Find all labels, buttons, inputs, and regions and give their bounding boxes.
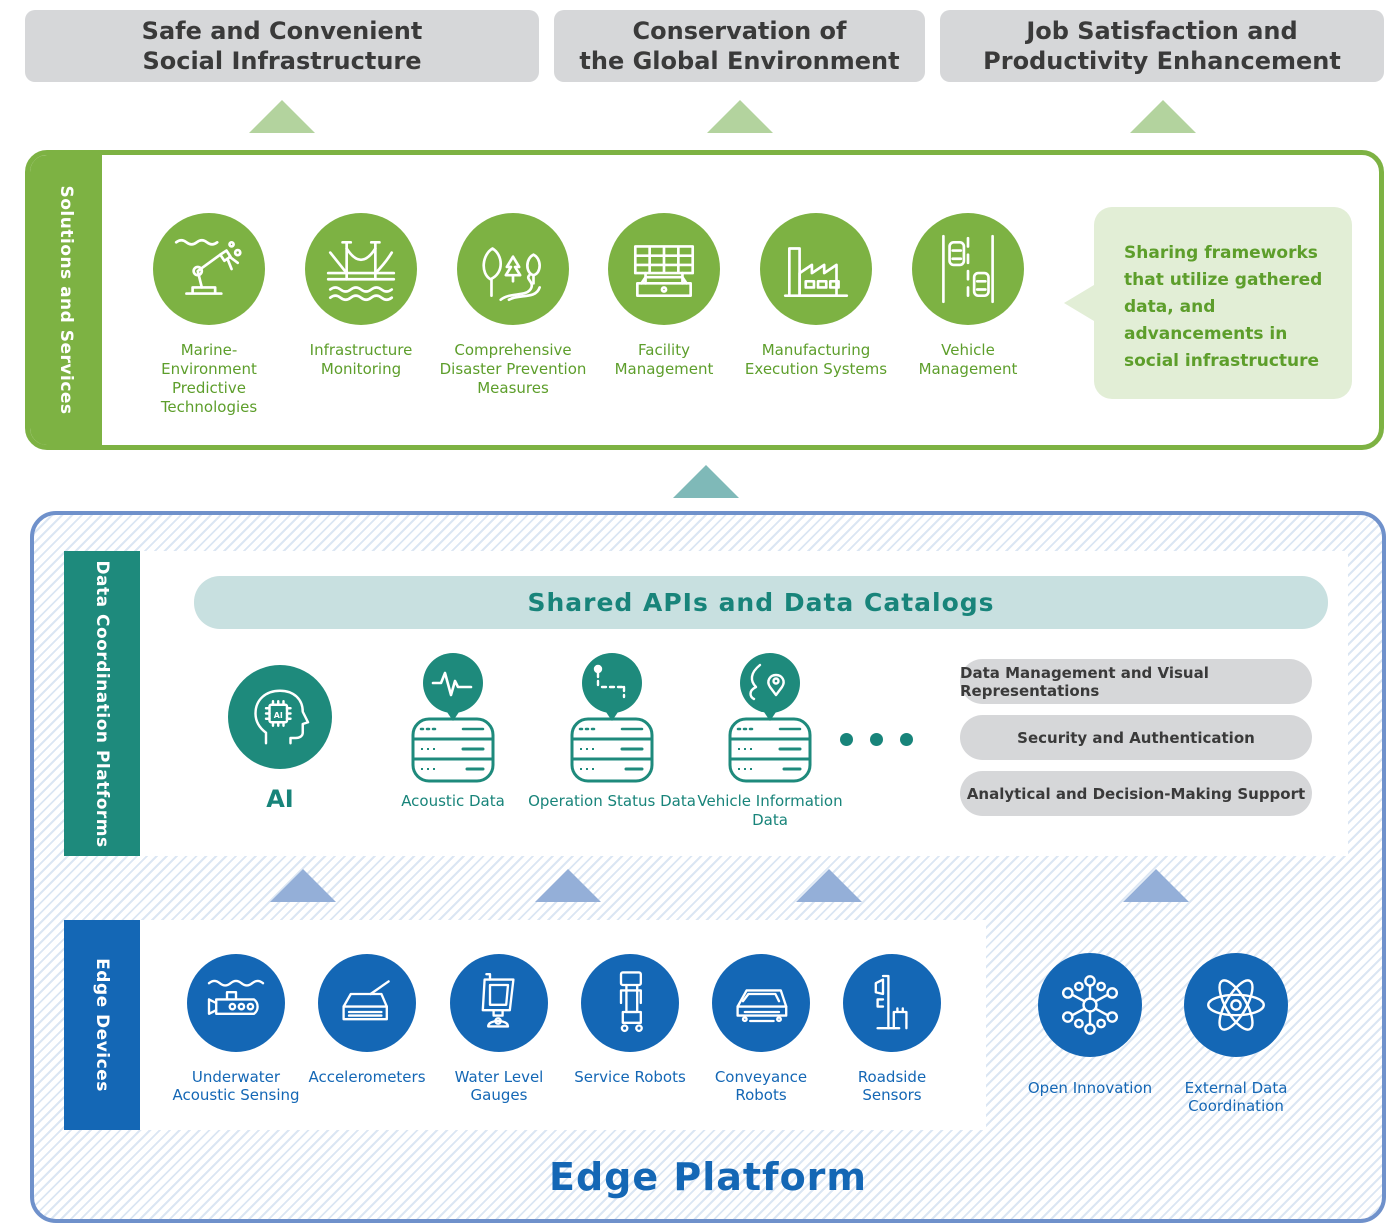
factory-icon xyxy=(760,213,872,325)
network-icon xyxy=(1038,953,1142,1057)
up-arrow-icon xyxy=(796,869,862,902)
operation-status-data-store: Operation Status Data xyxy=(527,651,697,811)
device-label: Roadside Sensors xyxy=(857,1068,927,1104)
device-label: Conveyance Robots xyxy=(714,1068,808,1104)
solution-label: Vehicle Management xyxy=(918,341,1018,378)
waveform-icon xyxy=(431,671,473,697)
water-gauge-icon xyxy=(450,954,548,1052)
goal-line: Social Infrastructure xyxy=(142,47,422,75)
conveyance-robot-icon xyxy=(712,954,810,1052)
roadside-sensor-icon xyxy=(843,954,941,1052)
database-label: Acoustic Data xyxy=(401,792,505,810)
device-label: Service Robots xyxy=(574,1068,686,1086)
goal-line: Productivity Enhancement xyxy=(983,47,1341,75)
goal-line: Job Satisfaction and xyxy=(1026,17,1298,45)
vehicle-information-data-store: Vehicle Information Data xyxy=(685,651,855,830)
solution-facility-management: Facility Management xyxy=(589,213,739,379)
data-coordination-side-bar: Data Coordination Platforms xyxy=(64,551,140,856)
device-water-level-gauges: Water Level Gauges xyxy=(433,954,565,1104)
solution-vehicle-management: Vehicle Management xyxy=(893,213,1043,379)
database-label: Operation Status Data xyxy=(528,792,696,810)
device-accelerometers: Accelerometers xyxy=(301,954,433,1086)
edge-devices-side-label: Edge Devices xyxy=(92,958,112,1092)
device-label: Underwater Acoustic Sensing xyxy=(172,1068,300,1104)
up-arrow-icon xyxy=(270,869,336,902)
edge-platform-title: Edge Platform xyxy=(548,1155,868,1199)
vehicle-road-icon xyxy=(912,213,1024,325)
service-robot-icon xyxy=(581,954,679,1052)
atom-icon xyxy=(1184,953,1288,1057)
forest-river-icon xyxy=(457,213,569,325)
acoustic-data-store: Acoustic Data xyxy=(368,651,538,811)
edge-platform-panel: Data Coordination Platforms Shared APIs … xyxy=(30,511,1386,1223)
device-label: Water Level Gauges xyxy=(454,1068,544,1104)
pill-analytical-support: Analytical and Decision-Making Support xyxy=(960,771,1312,816)
shared-apis-banner: Shared APIs and Data Catalogs xyxy=(194,576,1328,629)
up-arrow-icon xyxy=(249,100,315,133)
ai-head-icon: AI xyxy=(228,665,332,769)
pill-data-management: Data Management and Visual Representatio… xyxy=(960,659,1312,704)
solutions-side-label: Solutions and Services xyxy=(56,185,76,415)
device-roadside-sensors: Roadside Sensors xyxy=(826,954,958,1104)
solution-marine-environment: Marine-Environment Predictive Technologi… xyxy=(134,213,284,417)
edge-devices-panel: Edge Devices Underwater Acoustic Sensing xyxy=(64,920,986,1130)
solutions-and-services-panel: Solutions and Services Marine-Environmen… xyxy=(25,150,1384,450)
data-coordination-side-label: Data Coordination Platforms xyxy=(92,559,112,848)
device-service-robots: Service Robots xyxy=(564,954,696,1086)
external-data-coordination: External Data Coordination xyxy=(1166,953,1306,1115)
up-arrow-icon xyxy=(673,465,739,498)
svg-text:AI: AI xyxy=(274,711,283,720)
up-arrow-icon xyxy=(535,869,601,902)
up-arrow-icon xyxy=(1123,869,1189,902)
device-label: Accelerometers xyxy=(308,1068,426,1086)
up-arrow-icon xyxy=(1130,100,1196,133)
facility-panels-icon xyxy=(608,213,720,325)
ellipsis-icon xyxy=(840,731,930,750)
solution-label: Marine-Environment Predictive Technologi… xyxy=(160,341,258,416)
goal-line: the Global Environment xyxy=(579,47,900,75)
device-conveyance-robots: Conveyance Robots xyxy=(695,954,827,1104)
database-label: Vehicle Information Data xyxy=(697,792,843,829)
solution-infrastructure-monitoring: Infrastructure Monitoring xyxy=(286,213,436,379)
external-open-innovation: Open Innovation xyxy=(1020,953,1160,1097)
accelerometer-icon xyxy=(318,954,416,1052)
solutions-side-bar: Solutions and Services xyxy=(30,155,102,445)
callout-text: Sharing frameworks that utilize gathered… xyxy=(1124,243,1323,371)
up-arrow-icon xyxy=(707,100,773,133)
ai-label: AI xyxy=(266,785,294,813)
marine-robot-arm-icon xyxy=(153,213,265,325)
route-icon xyxy=(593,664,626,699)
solution-label: Comprehensive Disaster Prevention Measur… xyxy=(439,341,587,397)
external-label: External Data Coordination xyxy=(1184,1079,1288,1115)
edge-devices-side-bar: Edge Devices xyxy=(64,920,140,1130)
solution-label: Manufacturing Execution Systems xyxy=(744,341,888,378)
external-label: Open Innovation xyxy=(1027,1079,1153,1097)
submarine-icon xyxy=(187,954,285,1052)
solution-manufacturing-execution: Manufacturing Execution Systems xyxy=(741,213,891,379)
bridge-icon xyxy=(305,213,417,325)
device-underwater-acoustic: Underwater Acoustic Sensing xyxy=(170,954,302,1104)
sharing-frameworks-callout: Sharing frameworks that utilize gathered… xyxy=(1064,207,1352,399)
pill-security-authentication: Security and Authentication xyxy=(960,715,1312,760)
goal-line: Safe and Convenient xyxy=(141,17,423,45)
data-coordination-platforms-panel: Data Coordination Platforms Shared APIs … xyxy=(64,551,1348,856)
solution-disaster-prevention: Comprehensive Disaster Prevention Measur… xyxy=(438,213,588,398)
location-pin-icon xyxy=(749,663,785,701)
solution-label: Infrastructure Monitoring xyxy=(309,341,413,378)
goal-line: Conservation of xyxy=(632,17,847,45)
solution-label: Facility Management xyxy=(614,341,714,378)
